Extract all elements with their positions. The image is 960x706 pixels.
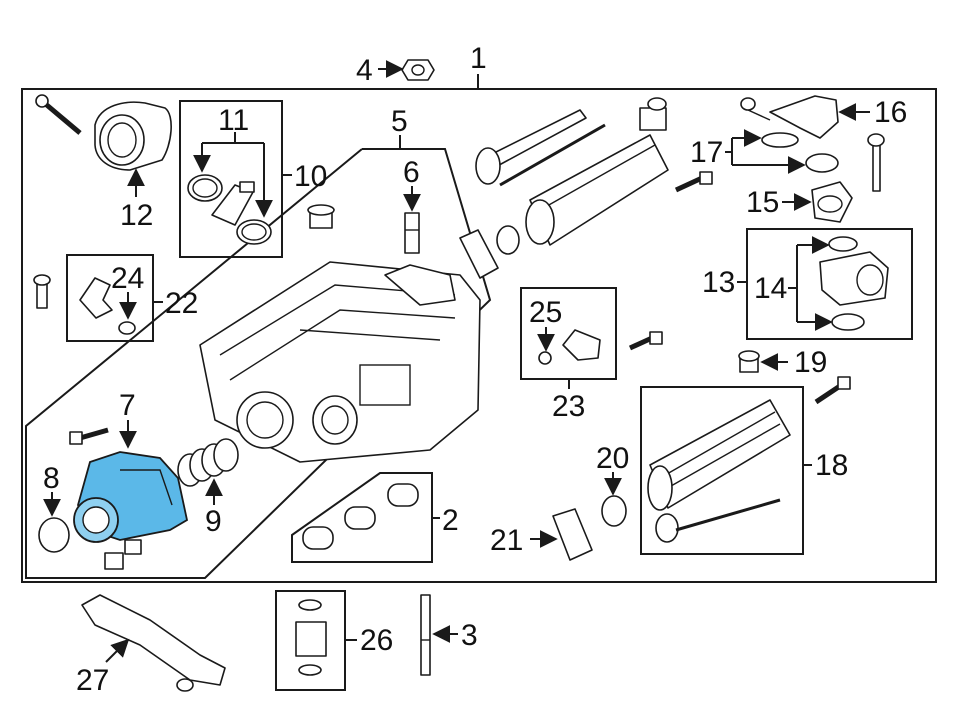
pipe-27 — [81, 594, 226, 692]
callout-13: 13 — [702, 266, 735, 299]
main-frame — [21, 74, 937, 583]
fitting-26 — [295, 599, 327, 676]
elbow-16 — [740, 95, 839, 139]
group-10-box — [179, 100, 283, 258]
callout-14: 14 — [754, 272, 787, 305]
callout-15: 15 — [746, 186, 779, 219]
sensor-25 — [538, 329, 601, 365]
callout-26: 26 — [360, 624, 393, 657]
callout-12: 12 — [120, 199, 153, 232]
intercooler-18 — [647, 399, 791, 543]
stud-3 — [420, 594, 431, 676]
gasket-21 — [552, 508, 593, 561]
bolt-7 — [69, 427, 109, 445]
bolt-left — [33, 274, 51, 309]
callout-16: 16 — [874, 96, 907, 129]
bolt-top-left — [35, 94, 82, 135]
nut-4 — [401, 59, 435, 81]
callout-6: 6 — [403, 156, 420, 189]
callout-27: 27 — [76, 664, 109, 697]
callout-labels: 1 2 3 4 5 6 7 8 9 10 11 12 13 14 15 16 1… — [43, 42, 907, 697]
callout-8: 8 — [43, 462, 60, 495]
seal-20 — [601, 495, 627, 527]
callout-1: 1 — [470, 42, 487, 75]
callout-22: 22 — [165, 287, 198, 320]
callout-5: 5 — [391, 105, 408, 138]
plug-19 — [738, 350, 760, 373]
plug-top — [307, 204, 335, 229]
seal-17b — [805, 153, 839, 173]
leader-lines — [43, 60, 870, 663]
coupler-9 — [177, 438, 239, 487]
seal-17a — [761, 132, 799, 148]
gasket-frame — [459, 225, 520, 279]
tube-long — [475, 109, 606, 187]
seal-ring-right-11 — [236, 219, 272, 245]
flange-15 — [811, 181, 853, 223]
callout-2: 2 — [442, 504, 459, 537]
sensor-22 — [79, 277, 136, 335]
callout-23: 23 — [552, 390, 585, 423]
callout-18: 18 — [815, 449, 848, 482]
callout-24: 24 — [111, 262, 144, 295]
callout-11: 11 — [218, 104, 249, 137]
throttle-housing-12 — [94, 101, 172, 171]
group-5-outline — [25, 148, 492, 579]
callout-25: 25 — [529, 296, 562, 329]
group-22-box — [66, 254, 154, 342]
callout-21: 21 — [490, 524, 523, 557]
callout-7: 7 — [119, 389, 136, 422]
clamp-10 — [211, 181, 255, 226]
plugs-bottom — [104, 539, 142, 570]
callout-4: 4 — [356, 54, 373, 87]
callout-3: 3 — [461, 619, 478, 652]
throttle-body-14 — [819, 236, 889, 331]
bolt-19 — [814, 376, 851, 405]
seal-ring-left-11 — [187, 174, 223, 202]
pin-6 — [404, 212, 420, 254]
supercharger-body — [199, 261, 481, 463]
callout-19: 19 — [794, 346, 827, 379]
cap-8 — [38, 517, 70, 553]
group-18-box — [640, 386, 804, 555]
intercooler-top — [525, 97, 669, 246]
callout-9: 9 — [205, 505, 222, 538]
callout-20: 20 — [596, 442, 629, 475]
group-13-box — [746, 228, 913, 340]
bypass-housing-7 — [73, 451, 189, 543]
bolt-23 — [628, 331, 663, 351]
callout-17: 17 — [690, 136, 723, 169]
bolt-right — [867, 133, 885, 192]
callout-10: 10 — [294, 160, 327, 193]
bolt-intercooler — [674, 171, 713, 193]
gasket-set-2 — [302, 483, 419, 550]
